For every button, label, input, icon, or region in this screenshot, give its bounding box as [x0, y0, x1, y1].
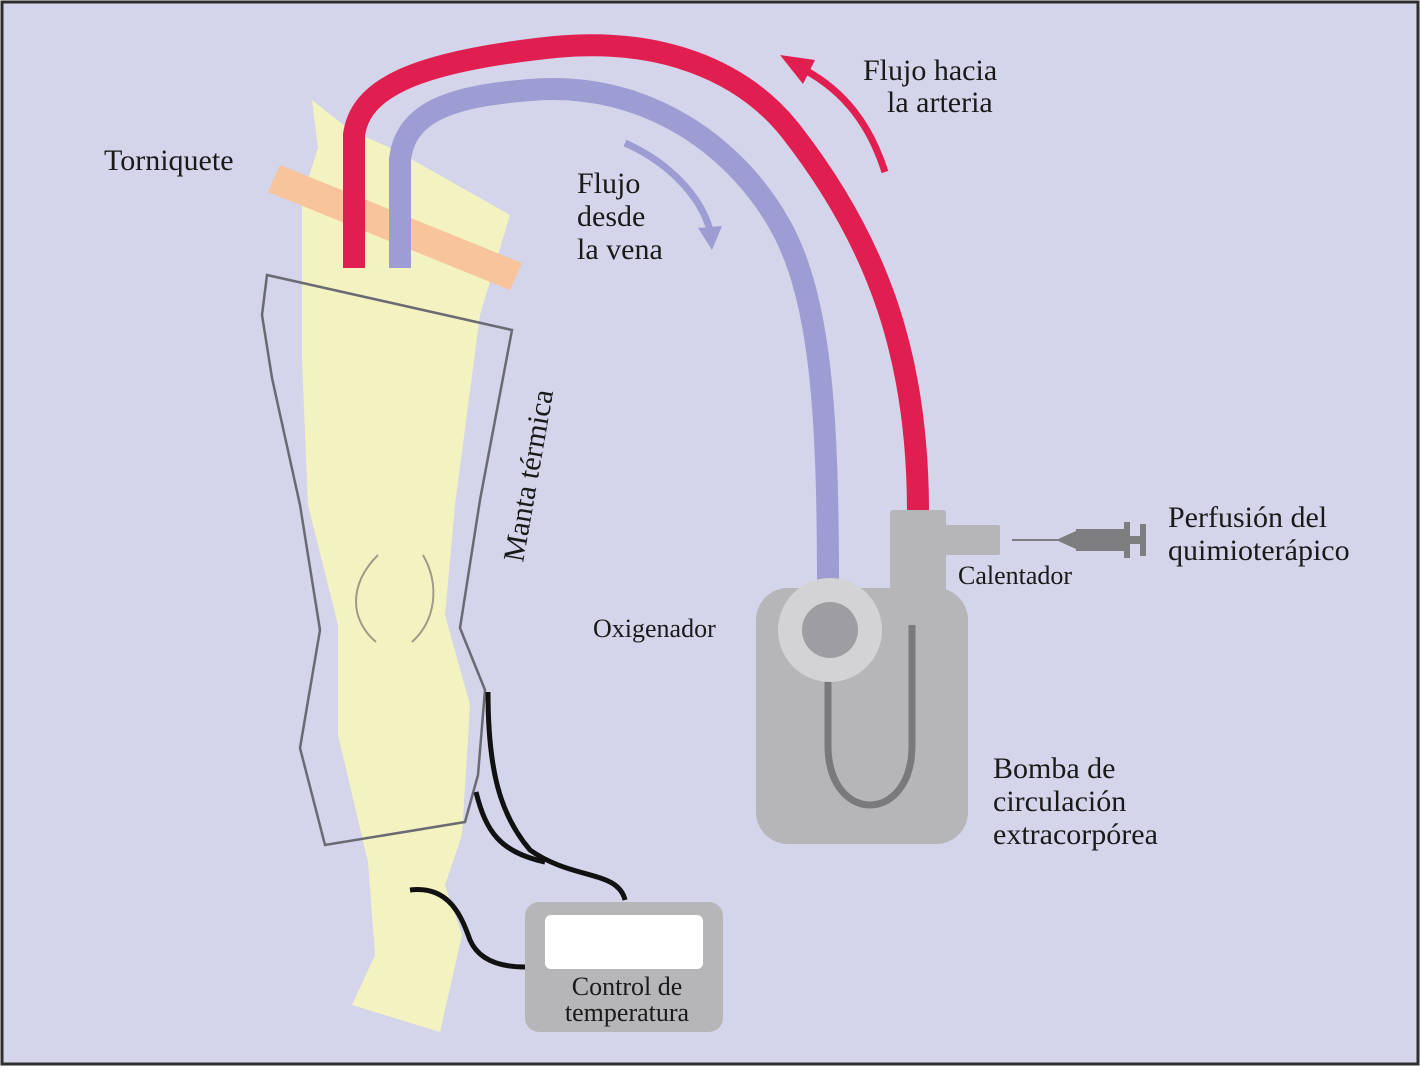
label-torniquete: Torniquete	[104, 144, 234, 177]
knee-line-left	[355, 554, 379, 643]
label-bomba-1: Bomba de	[993, 752, 1115, 785]
label-bomba-3: extracorpórea	[993, 818, 1158, 851]
knee-line-right	[411, 554, 435, 643]
temperature-display	[545, 915, 703, 969]
heater-body	[890, 510, 946, 605]
label-flujo-vena-1: Flujo	[577, 167, 640, 200]
venous-flow-arrowhead	[698, 226, 722, 250]
arterial-flow-arrowhead	[780, 55, 815, 84]
label-control-1: Control de	[572, 972, 683, 1001]
venous-tube	[389, 78, 839, 591]
label-bomba-2: circulación	[993, 785, 1126, 818]
sensor-wire-lower	[409, 887, 526, 970]
label-flujo-vena-3: la vena	[577, 233, 663, 266]
label-flujo-vena-2: desde	[577, 200, 645, 233]
arterial-tube	[343, 34, 929, 513]
pump-tubing-loop	[824, 625, 916, 809]
label-calentador: Calentador	[958, 561, 1072, 590]
label-flujo-arteria-2: la arteria	[887, 86, 993, 119]
label-perfusion-1: Perfusión del	[1168, 501, 1327, 534]
syringe-icon	[1012, 522, 1146, 558]
venous-flow-arrow	[623, 139, 714, 232]
label-flujo-arteria-1: Flujo hacia	[863, 54, 997, 87]
label-perfusion-2: quimioterápico	[1168, 534, 1350, 567]
sensor-wire-middle	[473, 791, 546, 865]
arterial-flow-arrow	[803, 66, 889, 174]
label-control-2: temperatura	[565, 998, 690, 1027]
oxygenator-core	[802, 602, 858, 658]
leg-shape	[302, 100, 510, 1032]
heater-connector	[944, 525, 1000, 555]
label-oxigenador: Oxigenador	[593, 614, 716, 643]
sensor-wire-upper	[485, 691, 628, 901]
thermal-blanket	[260, 273, 514, 847]
